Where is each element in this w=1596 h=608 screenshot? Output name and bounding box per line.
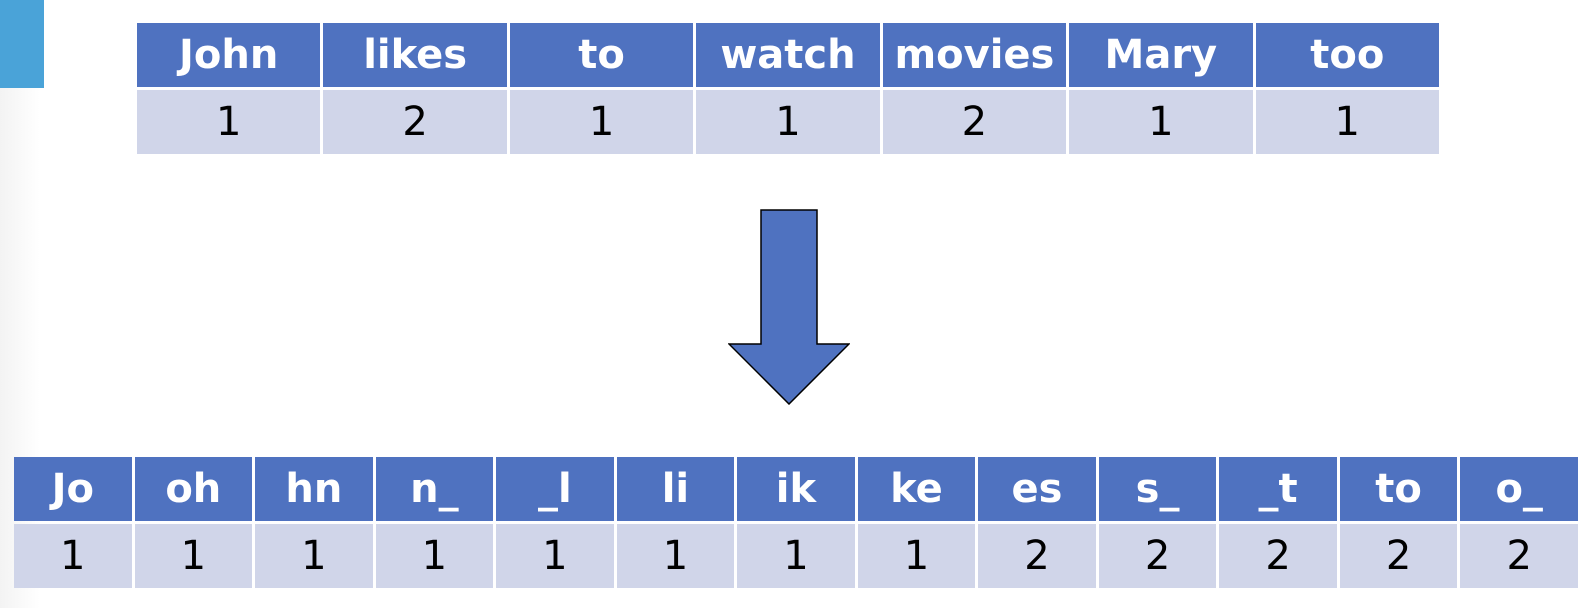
word-count-cell: 1	[1069, 90, 1253, 154]
word-count-cell: 2	[882, 90, 1067, 154]
bigram-header-cell: _l	[496, 457, 614, 521]
bigram-count-cell: 1	[134, 524, 253, 588]
word-count-row: 1 2 1 1 2 1 1	[137, 90, 1439, 154]
bigram-header-cell: Jo	[14, 457, 132, 521]
bigram-header-cell: to	[1339, 457, 1458, 521]
bigram-count-cell: 1	[496, 524, 614, 588]
bigram-header-cell: li	[616, 457, 735, 521]
bigram-header-cell: hn	[255, 457, 373, 521]
word-header-cell: to	[509, 23, 694, 87]
bigram-count-cell: 1	[14, 524, 132, 588]
bigram-header-row: Jo oh hn n_ _l li ik ke es s_ _t to o_	[14, 457, 1578, 521]
word-header-cell: movies	[882, 23, 1067, 87]
bigram-count-cell: 2	[1098, 524, 1217, 588]
word-count-cell: 1	[696, 90, 880, 154]
bigram-header-cell: ke	[857, 457, 976, 521]
bigram-count-cell: 1	[737, 524, 855, 588]
word-count-cell: 1	[509, 90, 694, 154]
bigram-header-cell: oh	[134, 457, 253, 521]
bigram-count-cell: 1	[616, 524, 735, 588]
word-count-cell: 1	[137, 90, 321, 154]
bigram-count-cell: 2	[978, 524, 1096, 588]
bigram-count-cell: 2	[1219, 524, 1337, 588]
word-header-cell: watch	[696, 23, 880, 87]
bigram-header-cell: ik	[737, 457, 855, 521]
bigram-header-cell: s_	[1098, 457, 1217, 521]
word-count-cell: 2	[323, 90, 507, 154]
word-count-table: John likes to watch movies Mary too 1 2 …	[134, 20, 1442, 157]
bigram-header-cell: o_	[1460, 457, 1578, 521]
bigram-count-table: Jo oh hn n_ _l li ik ke es s_ _t to o_ 1…	[11, 454, 1581, 591]
word-header-cell: too	[1255, 23, 1439, 87]
arrow-shape	[728, 209, 850, 405]
bigram-count-cell: 1	[255, 524, 373, 588]
bigram-count-cell: 2	[1460, 524, 1578, 588]
bigram-count-cell: 1	[857, 524, 976, 588]
bigram-header-cell: es	[978, 457, 1096, 521]
corner-accent	[0, 0, 44, 88]
word-header-cell: John	[137, 23, 321, 87]
word-header-cell: Mary	[1069, 23, 1253, 87]
bigram-header-cell: n_	[375, 457, 494, 521]
down-arrow-icon	[728, 209, 850, 405]
bigram-count-row: 1 1 1 1 1 1 1 1 2 2 2 2 2	[14, 524, 1578, 588]
bigram-count-cell: 1	[375, 524, 494, 588]
word-header-cell: likes	[323, 23, 507, 87]
bigram-count-cell: 2	[1339, 524, 1458, 588]
word-count-cell: 1	[1255, 90, 1439, 154]
bigram-header-cell: _t	[1219, 457, 1337, 521]
word-header-row: John likes to watch movies Mary too	[137, 23, 1439, 87]
